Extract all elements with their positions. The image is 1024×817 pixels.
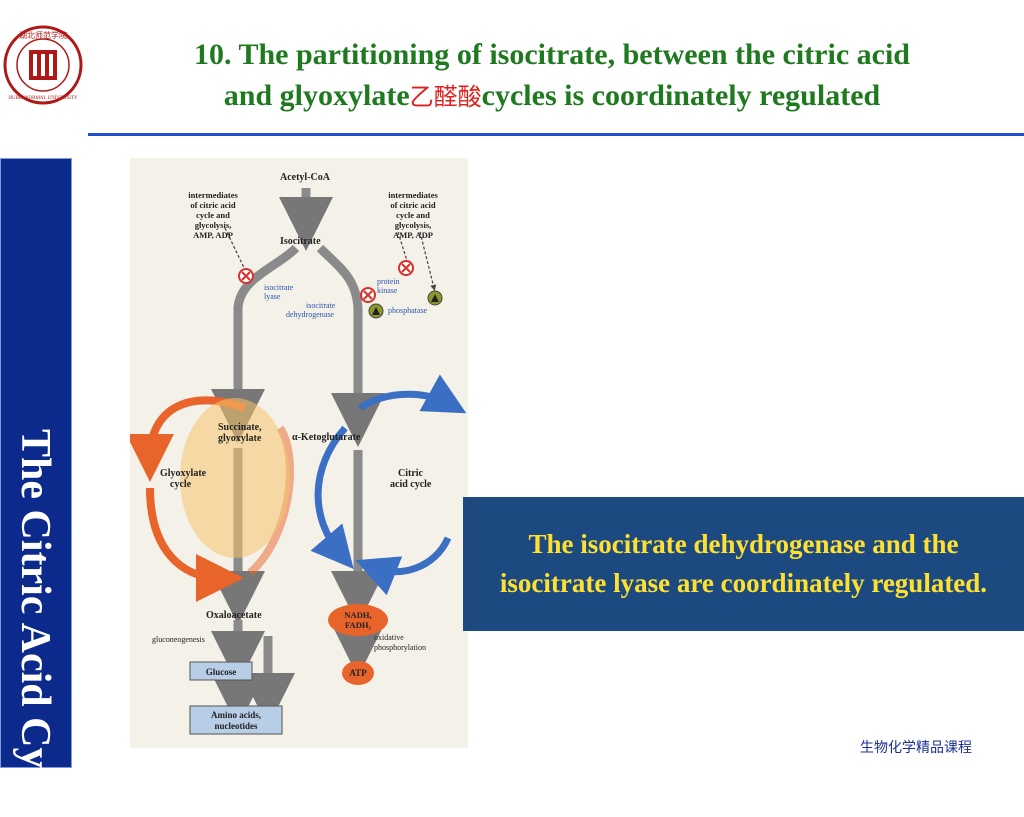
nadh-fadh-1: NADH, xyxy=(344,610,371,620)
isocitrate-lyase-2: lyase xyxy=(264,292,281,301)
title-chinese-term: 乙醛酸 xyxy=(409,83,482,111)
left-effectors-5: AMP, ADP xyxy=(193,230,233,240)
pathway-diagram: intermediates of citric acid cycle and g… xyxy=(130,158,468,748)
title-line-2-b: cycles is coordinately regulated xyxy=(481,79,881,112)
succinate-glyoxylate-2: glyoxylate xyxy=(218,433,262,444)
regulation-symbols xyxy=(224,227,443,319)
glucose-label: Glucose xyxy=(206,667,237,677)
university-logo: 湖北师范学院 HUBEI NORMAL UNIVERSITY xyxy=(3,25,83,105)
isocitrate-lyase-1: isocitrate xyxy=(264,283,294,292)
oxidative-phos-2: phosphorylation xyxy=(374,643,426,652)
title-line-2: and glyoxylate乙醛酸cycles is coordinately … xyxy=(92,75,1012,118)
citric-cycle-1: Citric xyxy=(398,468,424,479)
callout-text: The isocitrate dehydrogenase and the iso… xyxy=(499,529,988,598)
citric-cycle-arc xyxy=(310,374,467,596)
left-effectors-3: cycle and xyxy=(196,210,230,220)
right-effectors-5: AMP, ADP xyxy=(393,230,433,240)
amino-acids-2: nucleotides xyxy=(214,721,257,731)
right-effectors-1: intermediates xyxy=(388,190,438,200)
nadh-fadh-node xyxy=(328,604,388,636)
isocitrate-label: Isocitrate xyxy=(280,236,321,247)
nadh-fadh-2: FADH₂ xyxy=(345,620,371,630)
callout-box: The isocitrate dehydrogenase and the iso… xyxy=(463,497,1024,631)
gluconeogenesis-label: gluconeogenesis xyxy=(152,635,205,644)
isocitrate-dehydrogenase-1: isocitrate xyxy=(306,301,336,310)
glyoxylate-cycle-fill xyxy=(180,398,290,558)
title-divider xyxy=(88,133,1024,136)
atp-label: ATP xyxy=(349,668,367,678)
alpha-ketoglutarate-label: α-Ketoglutarate xyxy=(292,432,361,443)
title-line-1: 10. The partitioning of isocitrate, betw… xyxy=(194,38,910,71)
right-effectors-4: glycolysis, xyxy=(395,220,432,230)
sidebar: The Citric Acid Cycle xyxy=(0,158,72,817)
succinate-glyoxylate-1: Succinate, xyxy=(218,422,262,433)
isocitrate-dehydrogenase-2: dehydrogenase xyxy=(286,310,334,319)
glyoxylate-cycle-1: Glyoxylate xyxy=(160,468,207,479)
oxaloacetate-label: Oxaloacetate xyxy=(206,610,262,621)
citric-cycle-2: acid cycle xyxy=(390,479,432,490)
glyoxylate-cycle-2: cycle xyxy=(170,479,192,490)
acetyl-coa-label: Acetyl-CoA xyxy=(280,172,331,183)
oxidative-phos-1: oxidative xyxy=(374,633,404,642)
left-effectors-2: of citric acid xyxy=(190,200,236,210)
atp-node xyxy=(342,661,374,685)
logo-ring-text: 湖北师范学院 xyxy=(19,30,67,40)
protein-kinase-1: protein xyxy=(377,277,400,286)
course-footer: 生物化学精品课程 xyxy=(860,740,972,756)
glucose-box xyxy=(189,661,253,681)
left-effectors-4: glycolysis, xyxy=(195,220,232,230)
phosphatase-label: phosphatase xyxy=(388,306,428,315)
logo-bottom-text: HUBEI NORMAL UNIVERSITY xyxy=(8,96,78,101)
right-effectors-2: of citric acid xyxy=(390,200,436,210)
sidebar-title: The Citric Acid Cycle xyxy=(12,429,58,817)
left-effectors-1: intermediates xyxy=(188,190,238,200)
slide-title: 10. The partitioning of isocitrate, betw… xyxy=(92,34,1012,118)
amino-acids-box xyxy=(189,705,283,735)
amino-acids-1: Amino acids, xyxy=(211,710,261,720)
protein-kinase-2: kinase xyxy=(377,286,398,295)
right-effectors-3: cycle and xyxy=(396,210,430,220)
title-line-2-a: and glyoxylate xyxy=(223,79,410,112)
